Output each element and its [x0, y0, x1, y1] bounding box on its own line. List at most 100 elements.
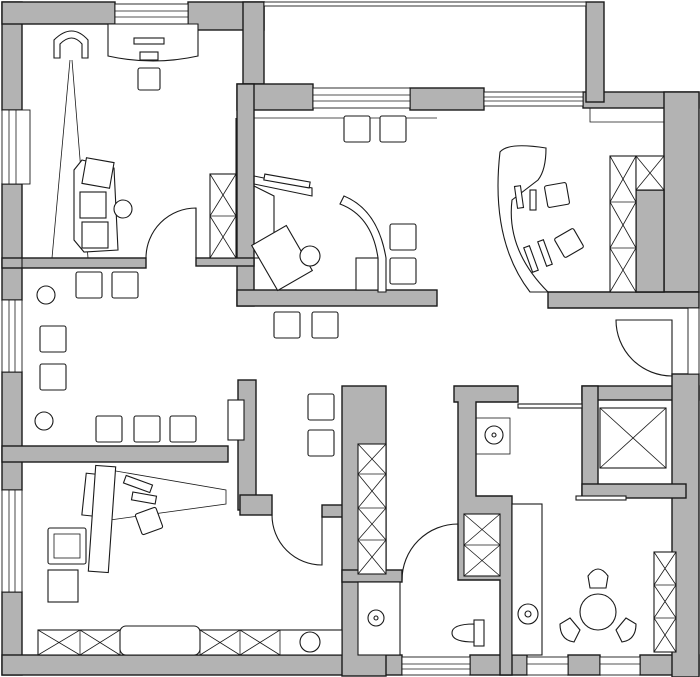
- sink-icon: [367, 609, 385, 627]
- window-icon: [599, 656, 641, 676]
- chair-icon: [389, 223, 417, 251]
- wall-south-b: [469, 654, 528, 676]
- window-icon: [687, 307, 700, 375]
- chair-icon: [299, 245, 321, 267]
- window-icon: [312, 87, 411, 109]
- window-icon: [483, 91, 584, 107]
- wall-meet-stub: [195, 257, 255, 267]
- wall-meet-south: [236, 289, 438, 307]
- counter: [511, 503, 543, 656]
- window-icon: [401, 656, 471, 676]
- keyboard: [133, 37, 165, 45]
- armchair-icon: [53, 30, 89, 59]
- window-icon: [1, 489, 23, 593]
- chair-icon: [111, 271, 139, 299]
- shelf: [263, 173, 311, 189]
- chair-icon: [389, 257, 417, 285]
- armchair-icon: [47, 527, 87, 565]
- chair-icon: [307, 393, 335, 421]
- door-swing-icon: [401, 523, 459, 581]
- wall-north-a: [1, 1, 116, 25]
- cabinet-icon: [227, 399, 245, 441]
- wall-west-mid: [1, 183, 23, 301]
- plant-icon: [299, 631, 321, 653]
- wall-elev-south: [581, 483, 687, 499]
- table: [355, 257, 379, 291]
- door-swing-icon: [271, 514, 323, 566]
- cabinet-icon: [609, 155, 637, 293]
- desk-icon: [87, 464, 117, 574]
- curved-wall: [339, 195, 387, 293]
- wall-sw-east-b: [321, 504, 345, 518]
- chair-icon: [169, 415, 197, 443]
- door-swing-icon: [145, 207, 197, 259]
- wall-sw-east-step: [239, 494, 273, 516]
- cabinet-icon: [635, 155, 665, 191]
- wall-nw-south: [1, 257, 147, 269]
- wall-ne-bottom: [547, 291, 700, 309]
- office-southwest: [37, 464, 343, 656]
- cabinet-icon: [357, 443, 387, 575]
- chair-icon: [311, 311, 339, 339]
- chair-icon: [554, 228, 584, 258]
- plant-icon: [34, 411, 54, 431]
- round-table: [559, 568, 637, 643]
- window-icon: [1, 109, 31, 185]
- wall-elev-west: [581, 385, 599, 499]
- kitchen-southeast: [511, 407, 677, 656]
- chair-icon: [307, 429, 335, 457]
- window-icon: [263, 1, 587, 7]
- monitor: [513, 185, 525, 209]
- chair-icon: [273, 311, 301, 339]
- sliding-door-icon: [517, 403, 627, 501]
- cabinet-icon: [209, 173, 237, 259]
- chair-icon: [39, 363, 67, 391]
- monitor: [529, 189, 537, 211]
- window-icon: [526, 656, 569, 676]
- chair-icon: [95, 415, 123, 443]
- plant-icon: [36, 285, 56, 305]
- door-swing-icon: [615, 319, 673, 377]
- chair-icon: [47, 569, 79, 603]
- sink-icon: [475, 417, 511, 455]
- office-northwest: [51, 23, 199, 259]
- monitor: [537, 239, 553, 267]
- cabinet-icon: [653, 551, 677, 653]
- wall-nw-east: [242, 1, 265, 85]
- chair-icon: [39, 325, 67, 353]
- elevator-icon: [599, 407, 667, 469]
- chair-icon: [343, 115, 371, 143]
- desk-outline: [109, 469, 227, 521]
- chair-icon: [587, 568, 609, 589]
- cabinet-icon: [37, 625, 343, 656]
- office-northeast: [497, 108, 665, 293]
- desk-icon: [497, 145, 550, 293]
- sink-icon: [517, 603, 539, 625]
- chair-icon: [559, 617, 581, 643]
- wall-west-mid2: [1, 371, 23, 491]
- chair-icon: [379, 115, 407, 143]
- chair-icon: [134, 506, 164, 536]
- meeting-room-north: [209, 115, 437, 339]
- bathroom-south: [357, 417, 511, 656]
- chair-icon: [544, 182, 570, 208]
- chair-icon: [75, 271, 103, 299]
- cabinet-icon: [463, 513, 501, 577]
- wall-ne-east: [663, 91, 700, 293]
- monitor: [122, 474, 154, 494]
- sofa-icon: [73, 157, 119, 253]
- chair-icon: [137, 67, 161, 91]
- window-icon: [114, 3, 189, 25]
- wall-meet-west: [236, 83, 255, 307]
- partitions: [21, 118, 237, 268]
- monitor: [130, 491, 158, 505]
- lounge-west: [34, 271, 335, 457]
- storage-corridor: [357, 443, 387, 575]
- plant-icon: [113, 199, 133, 219]
- window-icon: [1, 299, 23, 373]
- wall-meet-north-b: [409, 87, 485, 111]
- chair-icon: [615, 617, 637, 643]
- wall-south-c: [567, 654, 601, 676]
